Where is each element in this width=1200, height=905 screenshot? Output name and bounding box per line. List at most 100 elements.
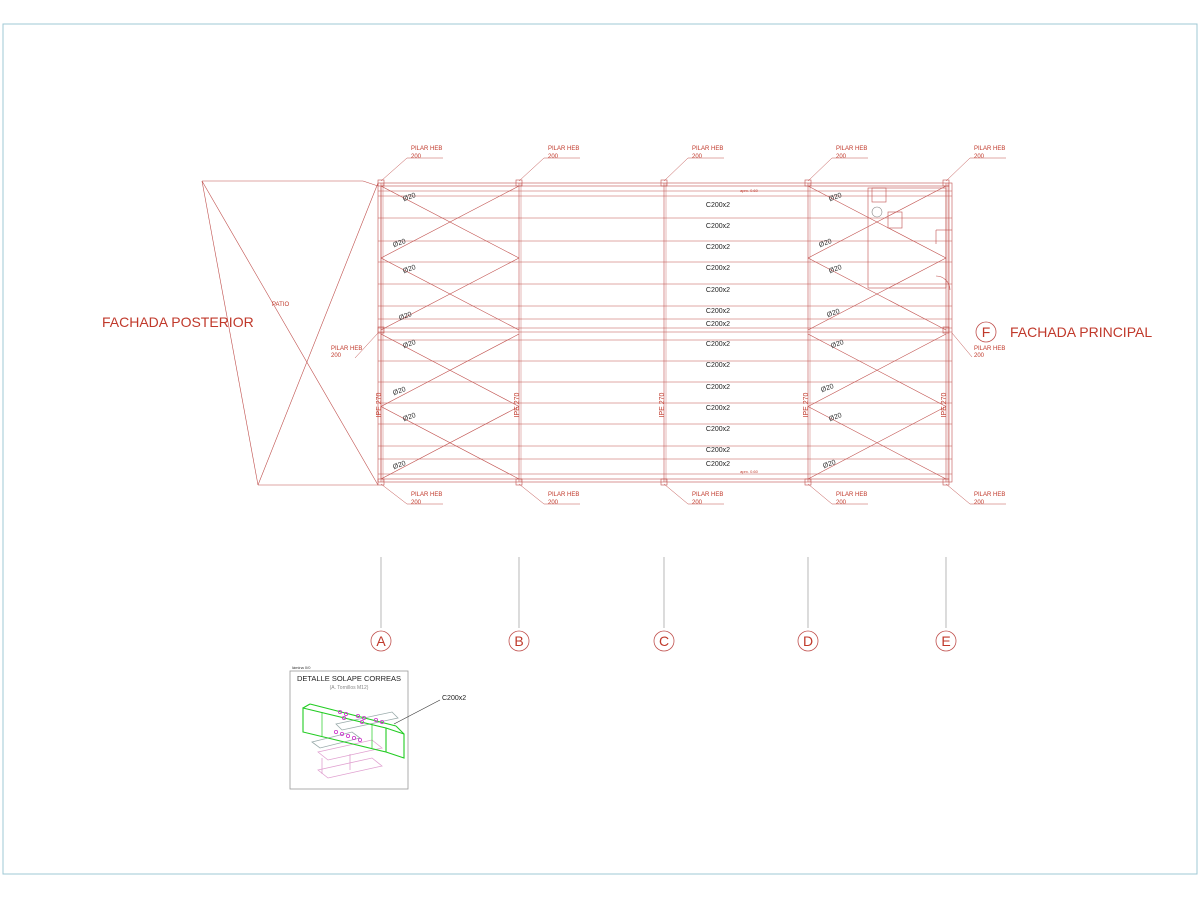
- structure-lines: [201, 157, 1006, 652]
- purlin-label-10: C200x2: [706, 405, 730, 412]
- ipe-label-4: IPE 270: [941, 392, 948, 417]
- pillar-callout-leader-bot-1: [518, 483, 545, 505]
- pillar-4: [942, 179, 950, 187]
- detail-tag: lámina 0/0: [292, 665, 311, 670]
- detail-bolt-2: [341, 716, 346, 721]
- detail-bolt-3: [355, 714, 360, 719]
- brace-ab-bot-2: [380, 333, 520, 407]
- brace-label-5: Ø20: [392, 386, 407, 397]
- pillar-2: [660, 179, 668, 187]
- detail-bolt-8: [333, 730, 338, 735]
- brace-de-top-4: [807, 257, 947, 331]
- building-outline-inner: [380, 185, 950, 480]
- pillar-number-bot-4: 200: [974, 500, 985, 506]
- pillar-number-top-4: 200: [974, 154, 985, 160]
- brace-de-bot-2: [807, 333, 947, 407]
- ipe-label-3: IPE 270: [803, 392, 810, 417]
- ipe-label-0: IPE 270: [376, 392, 383, 417]
- structure-labels: C200x2C200x2C200x2C200x2C200x2C200x2C200…: [331, 146, 1005, 649]
- purlin-label-4: C200x2: [706, 287, 730, 294]
- brace-label-9: Ø20: [818, 238, 833, 249]
- pillar-callout-leader-top-1: [518, 157, 545, 182]
- pillar-number-top-1: 200: [548, 154, 559, 160]
- brace-label-13: Ø20: [820, 383, 835, 394]
- pillar-number-top-3: 200: [836, 154, 847, 160]
- pillar-label-bot-4: PILAR HEB: [974, 492, 1005, 498]
- purlin-label-11: C200x2: [706, 426, 730, 433]
- brace-label-7: Ø20: [392, 460, 407, 471]
- brace-de-top-2: [807, 185, 947, 259]
- brace-label-4: Ø20: [402, 339, 417, 350]
- detail-bolt-5: [359, 720, 364, 725]
- detail-callout-leader: [393, 699, 441, 725]
- detail-bolt-1: [343, 712, 348, 717]
- pillar-number-top-2: 200: [692, 154, 703, 160]
- brace-ab-top-4: [380, 257, 520, 331]
- door-swing-arc: [935, 275, 951, 291]
- pillar-label-right: PILAR HEB: [974, 346, 1005, 352]
- brace-label-6: Ø20: [402, 412, 417, 423]
- grid-axis-f-bubble: [975, 321, 997, 343]
- pillar-label-top-4: PILAR HEB: [974, 146, 1005, 152]
- pillar-number-bot-3: 200: [836, 500, 847, 506]
- pillar-label-top-2: PILAR HEB: [692, 146, 723, 152]
- purlin-label-9: C200x2: [706, 384, 730, 391]
- detail-bolt-7: [379, 720, 384, 725]
- pillar-callout-leader-top-2: [663, 157, 689, 182]
- pillar-callout-leader-left: [354, 332, 379, 359]
- grid-axis-bubble-A: [370, 630, 392, 652]
- grid-axis-bubble-C: [653, 630, 675, 652]
- pillar-number-bot-1: 200: [548, 500, 559, 506]
- detail-bolt-11: [351, 736, 356, 741]
- grid-axis-bubble-D: [797, 630, 819, 652]
- brace-label-11: Ø20: [826, 308, 841, 319]
- grid-axis-label-C: C: [659, 633, 669, 649]
- rear-facade-label: FACHADA POSTERIOR: [102, 314, 254, 330]
- detail-title: DETALLE SOLAPE CORREAS: [297, 674, 401, 683]
- purlin-label-6: C200x2: [706, 321, 730, 328]
- purlin-label-7: C200x2: [706, 341, 730, 348]
- ipe-label-1: IPE 270: [514, 392, 521, 417]
- patio-diagonal-1: [201, 180, 379, 486]
- patio-label: PATIO: [272, 302, 289, 308]
- detail-bolt-10: [345, 734, 350, 739]
- purlin-overlap-detail: lámina 0/0 DETALLE SOLAPE CORREAS (A. To…: [289, 665, 466, 790]
- grid-axis-f-label: F: [982, 324, 991, 340]
- brace-ab-top-2: [380, 185, 520, 259]
- purlin-label-8: C200x2: [706, 362, 730, 369]
- pillar-callout-leader-bot-4: [945, 483, 971, 505]
- detail-subtitle: (A. Tornillos M12): [330, 685, 369, 691]
- pillar-label-top-0: PILAR HEB: [411, 146, 442, 152]
- pillar-6: [515, 478, 523, 486]
- service-room-fixture-1: [871, 187, 887, 203]
- brace-de-bot-4: [807, 406, 947, 480]
- brace-label-2: Ø20: [402, 264, 417, 275]
- detail-bolt-4: [361, 716, 366, 721]
- detail-frame: [289, 670, 409, 790]
- pillar-8: [804, 478, 812, 486]
- grid-axis-label-D: D: [803, 633, 813, 649]
- purlin-label-3: C200x2: [706, 265, 730, 272]
- brace-label-10: Ø20: [828, 264, 843, 275]
- purlin-label-0: C200x2: [706, 202, 730, 209]
- pillar-11: [942, 326, 950, 334]
- pillar-number-top-0: 200: [411, 154, 422, 160]
- detail-bolt-12: [357, 738, 362, 743]
- detail-bolt-6: [373, 718, 378, 723]
- purlin-label-2: C200x2: [706, 244, 730, 251]
- pillar-number-right: 200: [974, 353, 985, 359]
- detail-bolts: [333, 710, 384, 743]
- pillar-callout-leader-top-3: [807, 157, 833, 182]
- brace-label-12: Ø20: [830, 339, 845, 350]
- sheet-frame: [2, 23, 1198, 875]
- pillar-label-bot-1: PILAR HEB: [548, 492, 579, 498]
- pillar-number-bot-0: 200: [411, 500, 422, 506]
- detail-beam-drawing: [302, 703, 405, 779]
- pillar-7: [660, 478, 668, 486]
- brace-label-1: Ø20: [392, 238, 407, 249]
- brace-label-0: Ø20: [402, 192, 417, 203]
- pillar-9: [942, 478, 950, 486]
- service-room: [867, 187, 947, 289]
- detail-callout-label: C200x2: [442, 695, 466, 702]
- pillar-callout-leader-top-4: [945, 157, 971, 182]
